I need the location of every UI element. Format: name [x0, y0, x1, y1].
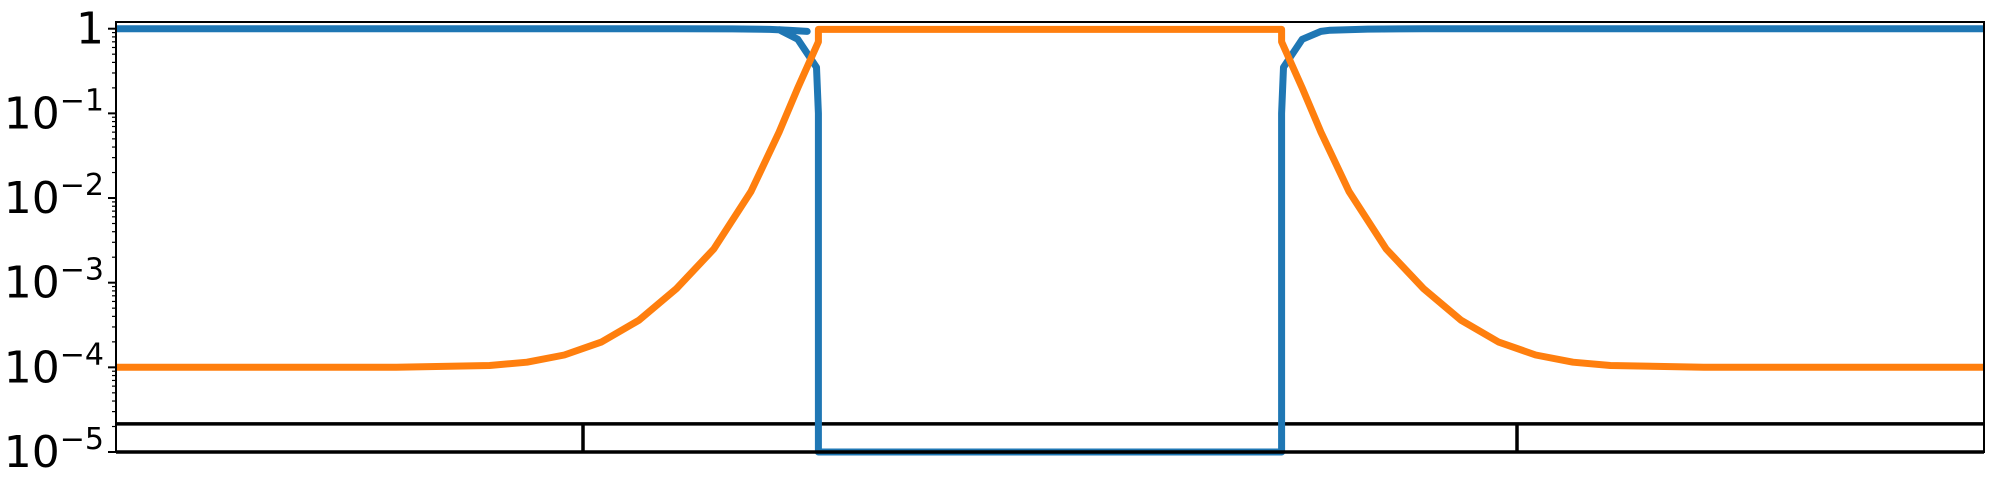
axis-layer	[108, 21, 1985, 454]
y-tick-label-2: 10−2	[4, 168, 104, 224]
series-line-1	[116, 25, 1984, 371]
y-tick-label-5: 10−5	[4, 422, 104, 478]
series-layer	[116, 25, 1984, 456]
y-tick-label-1: 10−1	[4, 83, 104, 139]
y-tick-label-4: 10−4	[4, 337, 104, 393]
series-line-0	[116, 25, 1984, 456]
plot-area	[116, 22, 1984, 452]
y-tick-label-3: 10−3	[4, 253, 104, 309]
plot-background	[116, 22, 1984, 452]
y-tick-labels: 1 10−1 10−2 10−3 10−4 10−5	[4, 4, 104, 478]
y-tick-label-0: 1	[76, 4, 104, 55]
